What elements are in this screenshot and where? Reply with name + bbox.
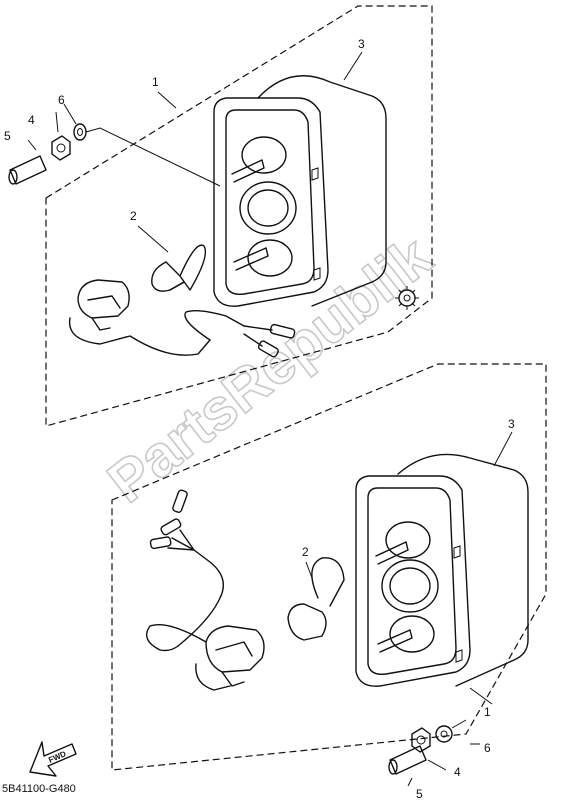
top-callout-2: 2 (130, 209, 137, 223)
bottom-callout-6: 6 (484, 741, 491, 755)
bottom-assembly: 1 2 3 4 5 6 (111, 363, 547, 800)
top-callout-3: 3 (358, 37, 365, 51)
top-mounting-studs (231, 159, 269, 271)
top-callout-5: 5 (4, 129, 11, 143)
watermark-text: PartsRepublik (96, 223, 444, 515)
bottom-mounting-studs (375, 541, 413, 653)
bottom-callout-3: 3 (508, 417, 515, 431)
top-lamp-housing (213, 75, 387, 307)
top-callout-4: 4 (28, 113, 35, 127)
diagram-code: 5B41100-G480 (2, 783, 76, 795)
bottom-fasteners (388, 719, 467, 775)
bottom-leader-lines (305, 431, 513, 787)
bottom-callout-1: 1 (484, 705, 491, 719)
bottom-callout-2: 2 (302, 545, 309, 559)
bottom-lamp-housing (355, 453, 529, 687)
fwd-arrow-icon: FWD (29, 741, 77, 777)
top-fasteners (8, 123, 221, 187)
top-leader-lines (27, 51, 363, 253)
top-socket-harness (68, 279, 296, 358)
top-callout-1: 1 (152, 75, 159, 89)
gear-icon (395, 286, 419, 310)
bottom-group-boundary (111, 363, 547, 771)
bottom-callout-4: 4 (454, 765, 461, 779)
bottom-bulb (287, 557, 345, 641)
bottom-callout-5: 5 (416, 787, 423, 800)
bottom-socket-harness (146, 489, 265, 691)
top-assembly: 1 2 3 4 5 6 (4, 5, 433, 427)
top-bulb (151, 244, 207, 292)
top-group-boundary (45, 5, 433, 427)
top-callout-6: 6 (58, 93, 65, 107)
